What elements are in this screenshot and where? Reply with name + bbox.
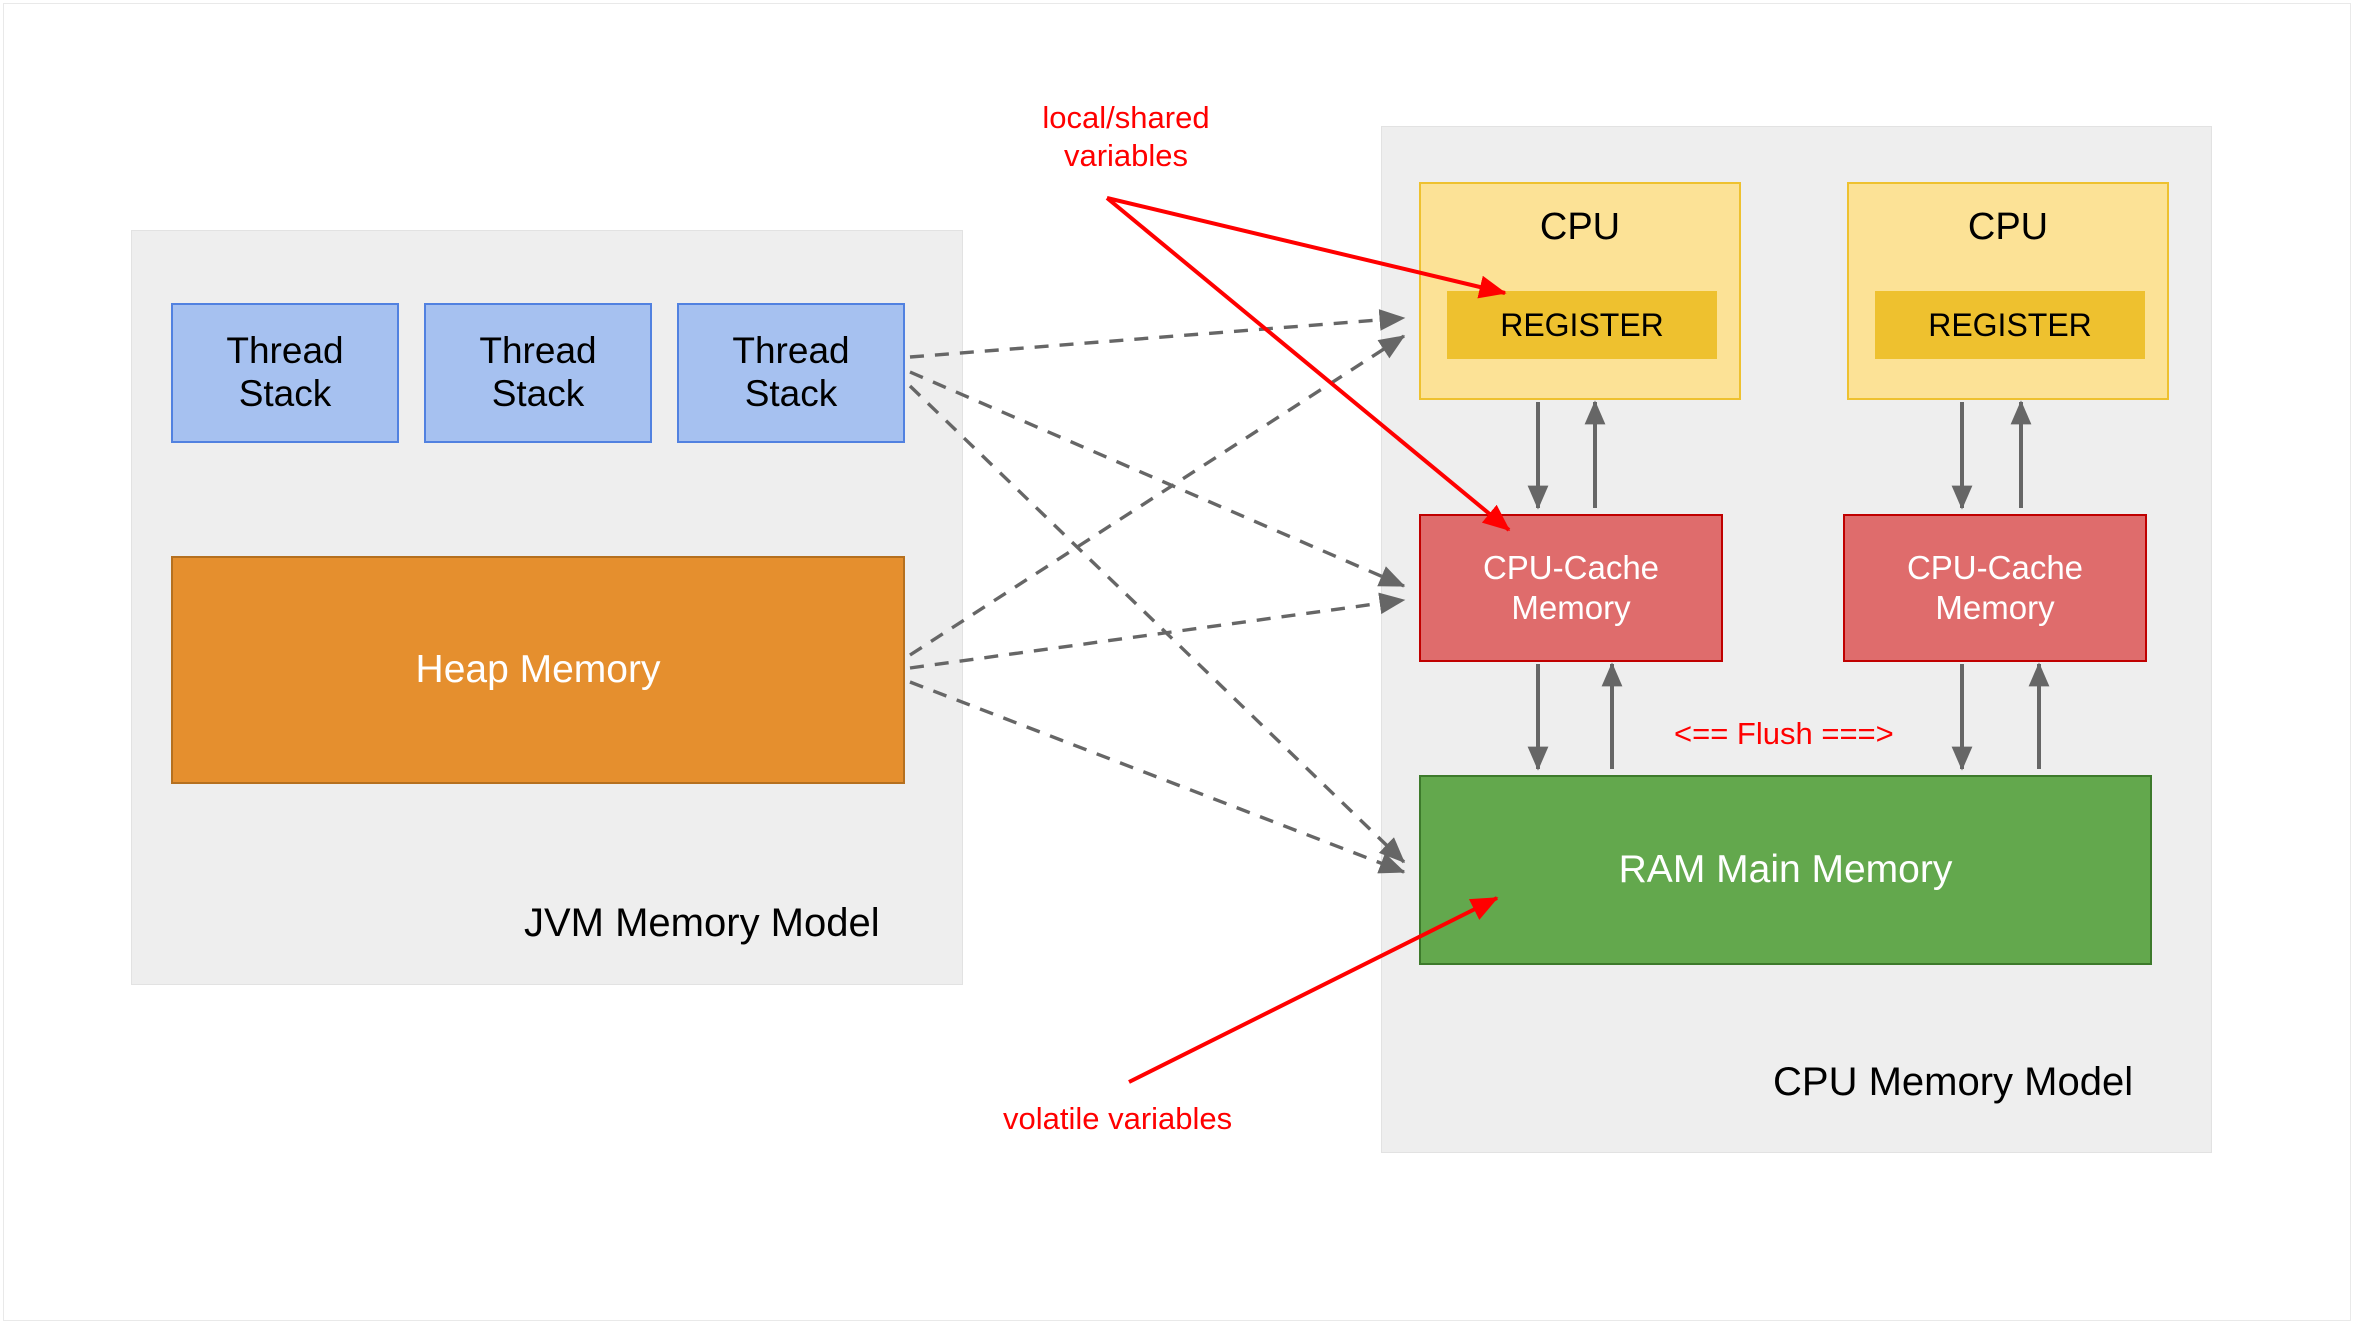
heap-memory-box[interactable]: Heap Memory <box>171 556 905 784</box>
cpu-label-2: CPU <box>1967 206 2049 248</box>
register-box-2[interactable]: REGISTER <box>1875 291 2145 359</box>
annotation-volatile-variables: volatile variables <box>1003 1101 1233 1136</box>
cpu-cache-box-1[interactable]: CPU-Cache Memory <box>1419 514 1723 662</box>
thread-stack-box-1[interactable]: Thread Stack <box>171 303 399 443</box>
thread-stack-box-3[interactable]: Thread Stack <box>677 303 905 443</box>
connector-threadstack-to-ram <box>908 384 1406 864</box>
thread-stack-box-2[interactable]: Thread Stack <box>424 303 652 443</box>
connector-threadstack-to-cache <box>909 370 1406 588</box>
annotation-local-shared-variables: local/shared variables <box>1042 100 1210 173</box>
cpu-box-1[interactable]: CPU REGISTER <box>1419 182 1741 400</box>
register-box-1[interactable]: REGISTER <box>1447 291 1717 359</box>
flush-label: <== Flush ===> <box>1674 716 1894 751</box>
connector-heap-to-cache <box>909 592 1406 670</box>
connector-heap-to-ram <box>909 680 1406 874</box>
cpu-panel-title: CPU Memory Model <box>1773 1060 2134 1104</box>
cpu-cache-box-2[interactable]: CPU-Cache Memory <box>1843 514 2147 662</box>
cpu-label-1: CPU <box>1539 206 1621 248</box>
connector-heap-to-register <box>909 334 1406 657</box>
jvm-panel-title: JVM Memory Model <box>524 901 880 945</box>
ram-main-memory-box[interactable]: RAM Main Memory <box>1419 775 2152 965</box>
connector-threadstack-to-register <box>909 309 1406 359</box>
cpu-box-2[interactable]: CPU REGISTER <box>1847 182 2169 400</box>
